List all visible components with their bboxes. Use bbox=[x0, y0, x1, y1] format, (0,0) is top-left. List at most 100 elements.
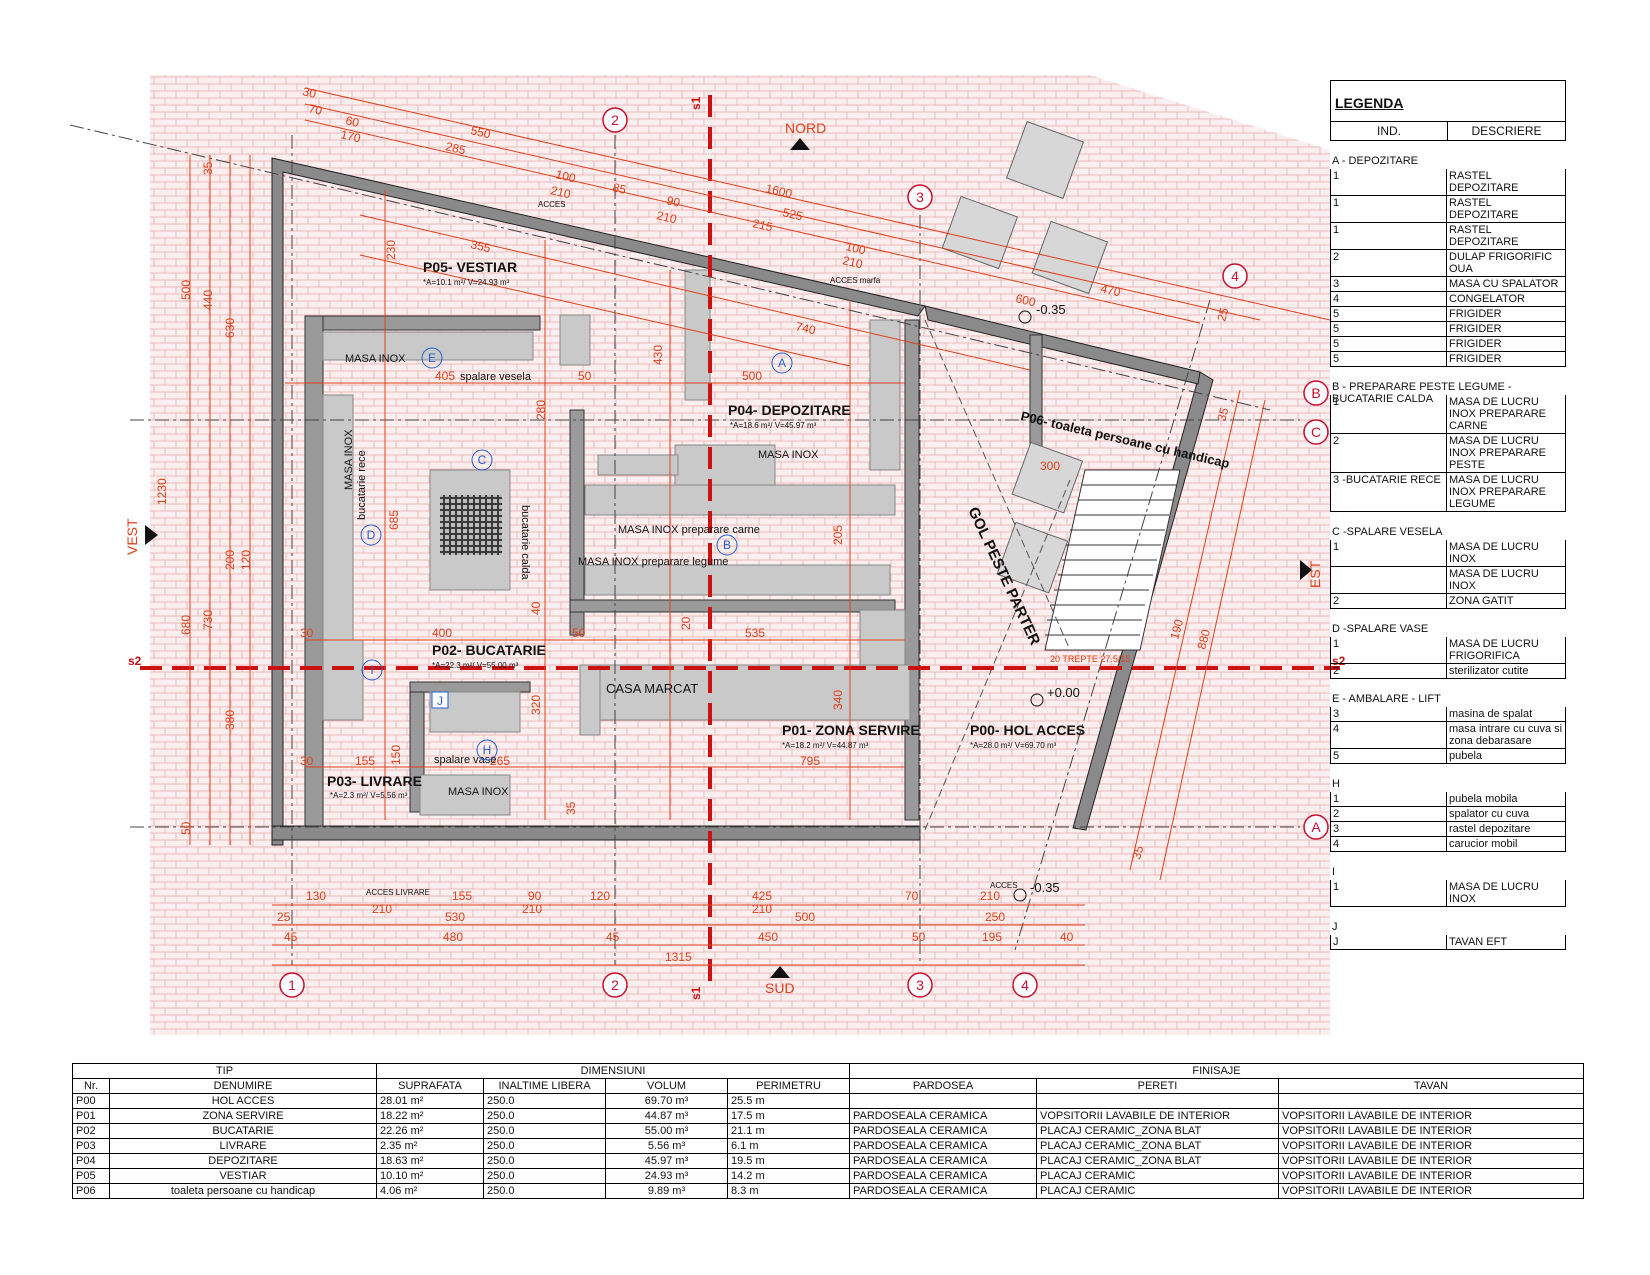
dim-inner-11: 205 bbox=[831, 525, 845, 545]
cell-pereti: VOPSITORII LAVABILE DE INTERIOR bbox=[1036, 1108, 1279, 1124]
dim-left-9: 380 bbox=[223, 710, 237, 730]
cell-volum: 55.00 m³ bbox=[605, 1123, 728, 1139]
cell-pereti: PLACAJ CERAMIC bbox=[1036, 1168, 1279, 1184]
legend-desc: MASA DE LUCRU INOX PREPARARE PESTE bbox=[1449, 435, 1546, 471]
cell-nr: P00 bbox=[72, 1093, 110, 1109]
th-tavan: TAVAN bbox=[1278, 1078, 1584, 1094]
label-acces-main: ACCES bbox=[990, 881, 1018, 890]
axis-4-top: 4 bbox=[1231, 268, 1239, 284]
label-bucatarie-calda: bucatarie calda bbox=[519, 505, 531, 580]
dim-bottom-14: 480 bbox=[443, 930, 463, 944]
legend-group-name: D -SPALARE VASE bbox=[1332, 623, 1429, 635]
section-lines bbox=[140, 95, 1340, 990]
cell-suprafata: 2.35 m² bbox=[376, 1138, 484, 1154]
label-casa-marcat: CASA MARCAT bbox=[606, 681, 698, 696]
legend-desc: TAVAN EFT bbox=[1449, 936, 1508, 948]
cell-volum: 9.89 m³ bbox=[605, 1183, 728, 1199]
legend-group-name: E - AMBALARE - LIFT bbox=[1332, 693, 1441, 705]
dim-bottom-11: 530 bbox=[445, 910, 465, 924]
cell-pereti: PLACAJ CERAMIC_ZONA BLAT bbox=[1036, 1123, 1279, 1139]
dim-bottom-20: 1315 bbox=[665, 950, 692, 964]
legend-ind: 1 bbox=[1331, 395, 1447, 433]
legend-ind bbox=[1331, 567, 1447, 593]
dim-top-5: 285 bbox=[444, 139, 467, 157]
dim-top-10: 210 bbox=[655, 208, 678, 226]
dim-bottom-15: 45 bbox=[606, 930, 620, 944]
legend-desc: FRIGIDER bbox=[1449, 323, 1502, 335]
label-masa-inox-d: MASA INOX bbox=[343, 429, 355, 490]
legend-ind: 2 bbox=[1331, 664, 1447, 678]
zone-c: C bbox=[478, 453, 487, 467]
north-label: NORD bbox=[785, 120, 826, 136]
dim-bottom-6: 210 bbox=[372, 902, 392, 916]
label-trepte: 20 TREPTE 27.5/15 bbox=[1050, 654, 1130, 664]
dim-top-1: 70 bbox=[307, 101, 323, 118]
legend-row: MASA DE LUCRU INOX bbox=[1330, 567, 1566, 594]
counters bbox=[322, 269, 911, 816]
cell-tavan: VOPSITORII LAVABILE DE INTERIOR bbox=[1278, 1123, 1584, 1139]
legend-desc: ZONA GATIT bbox=[1449, 595, 1514, 607]
cell-denumire: LIVRARE bbox=[109, 1138, 377, 1154]
label-acces-top: ACCES bbox=[538, 200, 566, 209]
dim-inner-15: 40 bbox=[529, 601, 543, 615]
cell-pardosea: PARDOSEALA CERAMICA bbox=[849, 1108, 1037, 1124]
dim-right-4: 300 bbox=[1040, 459, 1060, 473]
dim-top-14: 100 bbox=[844, 239, 867, 257]
legend-ind: 1 bbox=[1331, 792, 1447, 806]
cell-volum: 44.87 m³ bbox=[605, 1108, 728, 1124]
cell-perimetru: 19.5 m bbox=[727, 1153, 850, 1169]
cell-denumire: DEPOZITARE bbox=[109, 1153, 377, 1169]
cell-denumire: BUCATARIE bbox=[109, 1123, 377, 1139]
dim-bottom-7: 210 bbox=[522, 902, 542, 916]
legend-ind: 3 bbox=[1331, 822, 1447, 836]
cell-tavan: VOPSITORII LAVABILE DE INTERIOR bbox=[1278, 1168, 1584, 1184]
section-s1-top: s1 bbox=[689, 96, 703, 110]
dim-top-9: 90 bbox=[665, 193, 681, 210]
section-s1-bottom: s1 bbox=[689, 986, 703, 1000]
dim-inner-14: 150 bbox=[389, 745, 403, 765]
cell-pardosea bbox=[849, 1093, 1037, 1109]
cell-nr: P05 bbox=[72, 1168, 110, 1184]
legend-desc: MASA DE LUCRU FRIGORIFICA bbox=[1449, 638, 1539, 662]
label-acces-bottom: ACCES LIVRARE bbox=[366, 888, 430, 897]
dim-inner-1: 400 bbox=[432, 626, 452, 640]
dim-left-1: 500 bbox=[179, 280, 193, 300]
dim-left-4: 1230 bbox=[155, 478, 169, 505]
legend-ind: 5 bbox=[1331, 322, 1447, 336]
cell-suprafata: 28.01 m² bbox=[376, 1093, 484, 1109]
label-acces-marfa: ACCES marfa bbox=[830, 276, 881, 285]
dim-inner-0: 685 bbox=[387, 510, 401, 530]
legend-desc: pubela bbox=[1449, 750, 1483, 762]
dim-top-4: 550 bbox=[469, 123, 492, 141]
cell-pardosea: PARDOSEALA CERAMICA bbox=[849, 1123, 1037, 1139]
axis-lines bbox=[69, 124, 1300, 965]
orientation-marks: NORD SUD VEST EST bbox=[124, 120, 1323, 996]
legend-desc: spalator cu cuva bbox=[1449, 808, 1530, 820]
cell-inaltime: 250.0 bbox=[483, 1108, 606, 1124]
cell-nr: P02 bbox=[72, 1123, 110, 1139]
room-stats-p03: *A=2.3 m²/ V=5.56 m³ bbox=[330, 791, 408, 800]
section-s2-left: s2 bbox=[128, 654, 142, 668]
dim-top-22: 50 bbox=[578, 369, 592, 383]
zone-j: J bbox=[437, 694, 443, 708]
legend-desc: MASA DE LUCRU INOX bbox=[1449, 568, 1539, 592]
cell-nr: P04 bbox=[72, 1153, 110, 1169]
cell-tavan: VOPSITORII LAVABILE DE INTERIOR bbox=[1278, 1138, 1584, 1154]
zone-markers: A B C D E H I J bbox=[360, 347, 793, 761]
legend-desc: RASTEL DEPOZITARE bbox=[1449, 170, 1519, 194]
legend-ind: 1 bbox=[1331, 540, 1447, 566]
cell-perimetru: 17.5 m bbox=[727, 1108, 850, 1124]
